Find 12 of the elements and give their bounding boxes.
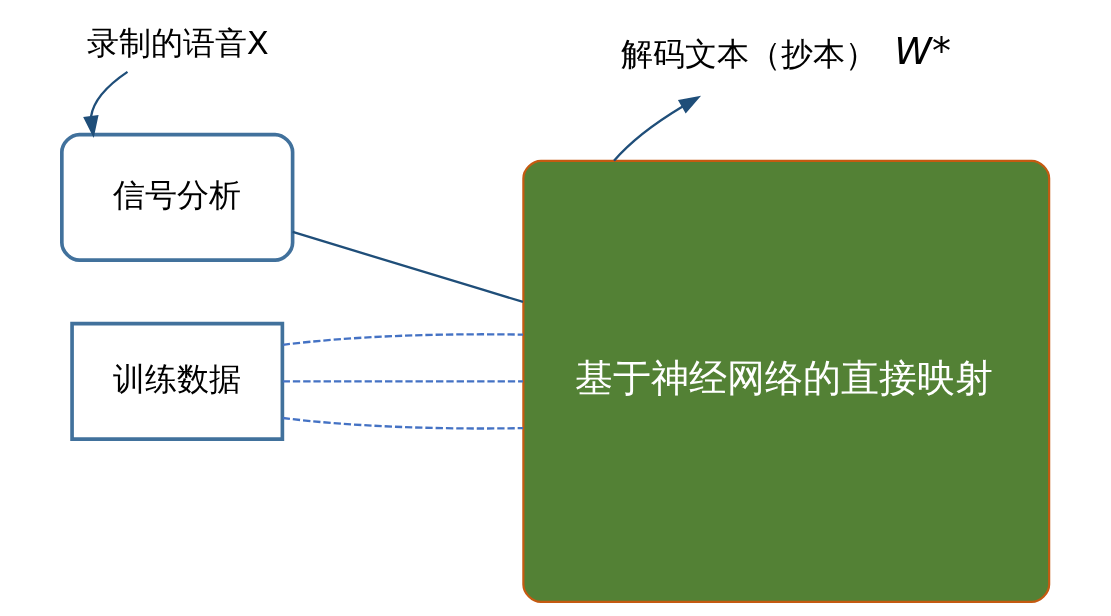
connector: [282, 416, 524, 430]
node-text: 解码文本（抄本）: [621, 34, 878, 73]
node-text: 录制的语音X: [86, 23, 269, 62]
arrow: [83, 70, 129, 138]
connector: [292, 230, 524, 304]
node-box: 信号分析: [60, 132, 295, 262]
node-box: 训练数据: [70, 321, 285, 441]
node-label: W*: [894, 29, 951, 74]
connector: [282, 380, 524, 383]
arrow: [613, 95, 702, 162]
node-box: 基于神经网络的直接映射: [522, 159, 1051, 604]
connector: [282, 333, 524, 346]
